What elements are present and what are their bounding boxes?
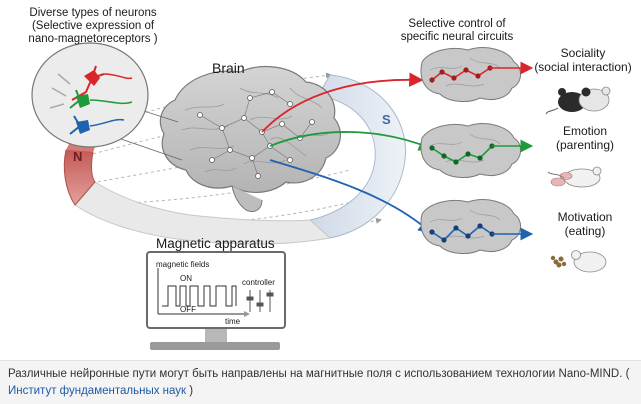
sociality-sub: (social interaction)	[534, 60, 632, 74]
mice-parenting-icon	[547, 166, 602, 188]
mice-social-icon	[545, 86, 611, 115]
green-circuit-arrow	[269, 131, 434, 151]
red-neuron-icon	[71, 65, 133, 101]
selective-sub: specific neural circuits	[400, 31, 514, 43]
red-circuit-arrow	[261, 72, 424, 133]
controller-sliders	[246, 290, 274, 312]
emotion-label: Emotion	[562, 124, 608, 138]
screen-controller-label: controller	[242, 278, 275, 287]
mouse-eating-icon	[550, 250, 607, 273]
brain-sociality	[420, 47, 534, 102]
monitor	[146, 251, 286, 350]
neurons-sub1: (Selective expression of	[31, 20, 155, 32]
blue-neuron-icon	[69, 115, 125, 135]
screen-fields-label: magnetic fields	[156, 260, 210, 269]
brain-emotion	[420, 123, 534, 178]
magnet-s-label: S	[382, 112, 391, 127]
motivation-sub: (eating)	[564, 224, 606, 238]
brain-motivation	[420, 199, 534, 254]
screen-time-label: time	[225, 317, 241, 326]
blue-circuit-arrow	[269, 159, 433, 235]
screen-on-label: ON	[180, 274, 192, 283]
emotion-sub: (parenting)	[555, 138, 615, 152]
figure: Diverse types of neurons (Selective expr…	[28, 7, 632, 350]
neurons-title: Diverse types of neurons	[29, 7, 157, 19]
signal-trace	[157, 268, 250, 317]
sociality-label: Sociality	[560, 46, 606, 60]
magnet-n-label: N	[73, 149, 83, 164]
neurons-sub2: nano-magnetoreceptors )	[28, 33, 158, 45]
caption-close: )	[189, 385, 194, 397]
selective-title: Selective control of	[408, 18, 506, 30]
motivation-label: Motivation	[557, 210, 613, 224]
apparatus-label: Magnetic apparatus	[156, 236, 275, 251]
main-brain	[159, 65, 342, 213]
figure-caption: Различные нейронные пути могут быть напр…	[0, 360, 641, 404]
screen-off-label: OFF	[180, 305, 196, 314]
diagram-canvas	[31, 42, 611, 350]
green-neuron-icon	[69, 89, 133, 109]
neuron-inset	[31, 42, 183, 161]
magnet	[63, 74, 407, 245]
caption-source-link[interactable]: Институт фундаментальных наук	[8, 385, 187, 397]
caption-text: Различные нейронные пути могут быть напр…	[8, 368, 630, 380]
brain-label: Brain	[212, 60, 245, 76]
